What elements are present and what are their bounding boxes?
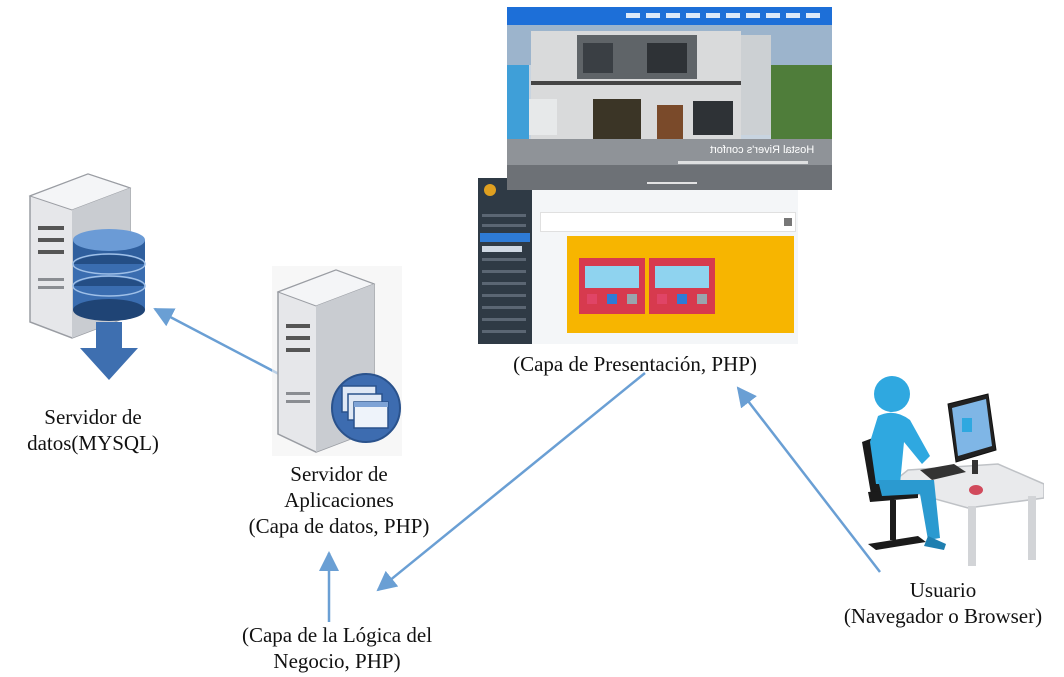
- admin-sidebar: [478, 178, 532, 344]
- user-computer-icon: [862, 376, 1044, 566]
- user-label-line2: (Navegador o Browser): [843, 604, 1043, 628]
- business-logic-label-line1: (Capa de la Lógica del: [241, 623, 433, 647]
- user-label-line1: Usuario: [909, 578, 977, 602]
- data-server-label-line2: datos(MYSQL): [27, 431, 159, 455]
- hero-title: Hostal River's confort: [709, 144, 814, 156]
- arrow-presentation-to-logic: [376, 372, 646, 592]
- admin-content-panel: [567, 236, 794, 333]
- app-server-label-line1: Servidor de: [290, 462, 388, 486]
- app-server-label: Servidor de Aplicaciones (Capa de datos,…: [234, 461, 444, 539]
- admin-dashboard-screenshot: [478, 178, 798, 344]
- website-screenshot: Hostal River's confort: [507, 7, 832, 190]
- business-logic-label: (Capa de la Lógica del Negocio, PHP): [222, 622, 452, 674]
- website-nav-bar: [507, 7, 832, 25]
- hostal-building-photo: [507, 25, 832, 190]
- admin-room-card: [579, 258, 645, 314]
- business-logic-label-line2: Negocio, PHP): [273, 649, 401, 673]
- application-server-icon: [272, 266, 402, 456]
- user-label: Usuario (Navegador o Browser): [830, 577, 1056, 629]
- admin-room-card: [649, 258, 715, 314]
- arrow-user-to-presentation: [736, 386, 881, 573]
- data-server-label: Servidor de datos(MYSQL): [18, 404, 168, 456]
- arrow-down-icon: [80, 322, 138, 380]
- app-server-label-line2: Aplicaciones: [284, 488, 394, 512]
- data-server-label-line1: Servidor de: [44, 405, 142, 429]
- app-server-label-line3: (Capa de datos, PHP): [248, 514, 430, 538]
- database-server-icon: [28, 173, 146, 380]
- presentation-label: (Capa de Presentación, PHP): [513, 352, 757, 376]
